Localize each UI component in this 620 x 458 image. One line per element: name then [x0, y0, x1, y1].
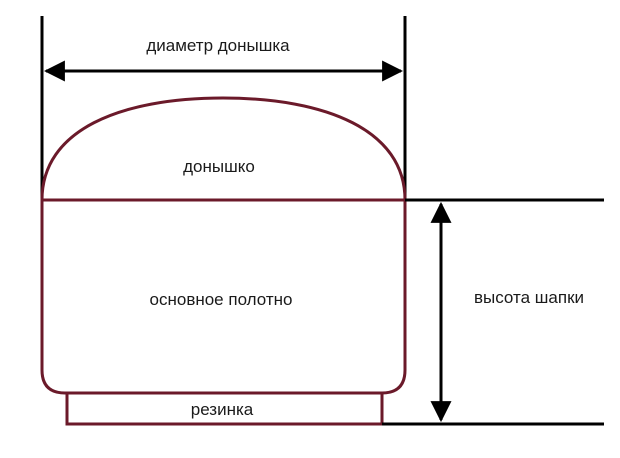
crown-shape — [40, 96, 407, 202]
label-main-panel: основное полотно — [150, 290, 293, 309]
label-crown: донышко — [183, 157, 255, 176]
label-crown-diameter: диаметр донышка — [146, 36, 290, 55]
label-ribbing: резинка — [191, 400, 254, 419]
ribbing-shape — [65, 393, 384, 426]
label-hat-height: высота шапки — [474, 288, 584, 307]
